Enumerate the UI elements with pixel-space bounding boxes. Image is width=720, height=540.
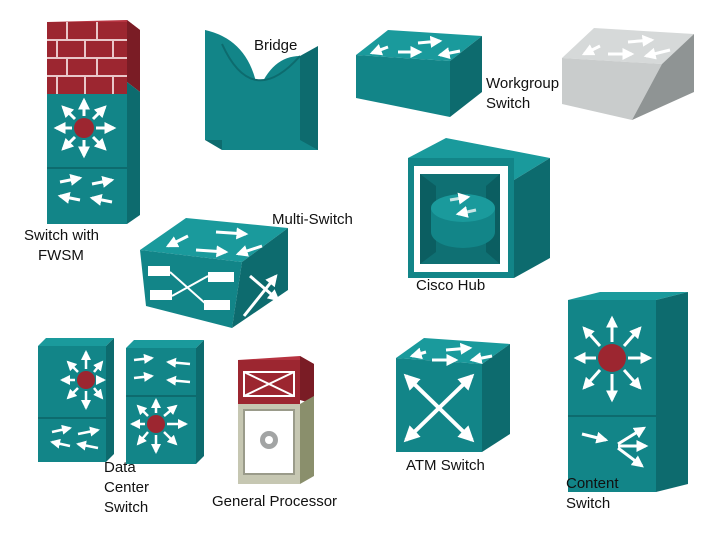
general-processor-icon xyxy=(238,356,314,484)
label-bridge: Bridge xyxy=(254,37,298,54)
multi-switch-icon xyxy=(140,218,288,328)
workgroup-switch-icon xyxy=(356,30,482,117)
content-switch-icon xyxy=(568,292,688,492)
label-multi-switch: Multi-Switch xyxy=(272,211,353,228)
label-content-switch: Content Switch xyxy=(566,475,619,512)
switch-with-firewall-icon xyxy=(47,20,140,224)
label-atm-switch: ATM Switch xyxy=(406,457,485,474)
data-center-switch-block-icon xyxy=(126,340,204,464)
label-workgroup-switch: Workgroup Switch xyxy=(486,75,560,112)
label-data-center-switch: Data Center Switch xyxy=(104,459,150,516)
label-cisco-hub: Cisco Hub xyxy=(416,277,486,294)
atm-switch-icon xyxy=(396,338,510,452)
data-center-switch-icon xyxy=(38,338,114,462)
label-switch-with-fwsm: Switch with FWSM xyxy=(24,227,100,264)
label-general-processor: General Processor xyxy=(212,493,338,510)
hub-icon xyxy=(408,138,550,278)
bridge-icon xyxy=(205,30,318,150)
workgroup-switch-gray-icon xyxy=(562,28,694,120)
